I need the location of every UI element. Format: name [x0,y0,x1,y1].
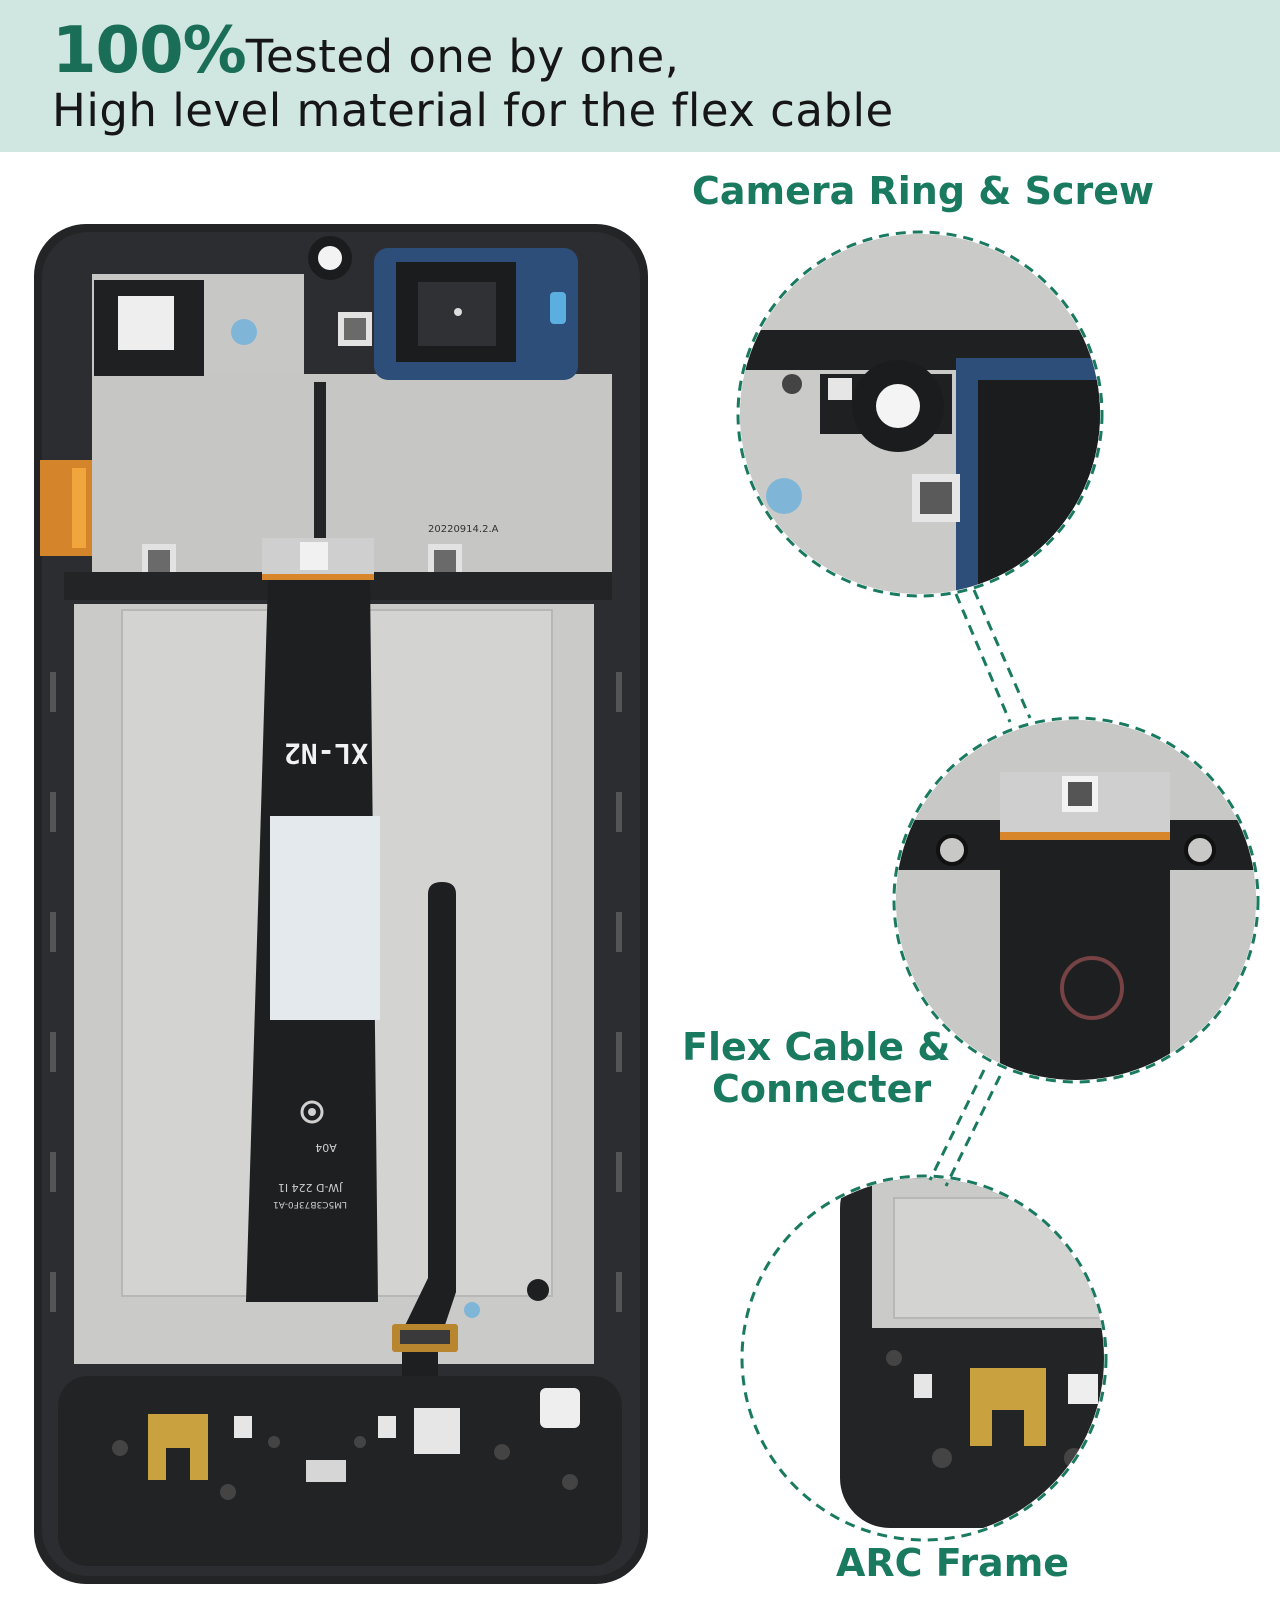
top-banner: 100%Tested one by one, High level materi… [0,0,1280,152]
callout-camera-ring-label: Camera Ring & Screw [692,169,1155,213]
banner-highlight: 100% [52,14,247,88]
cable-code-2-text: JW-D 224 I1 [278,1181,343,1194]
cable-label-text: XL-N2 [284,737,368,770]
cable-code-1-text: A04 [315,1141,337,1154]
zoom-camera-ring [740,234,1100,594]
callout-flex-cable-label-line2: Connecter [712,1067,932,1111]
banner-subline: High level material for the flex cable [52,84,894,137]
banner-headline: 100%Tested one by one, [52,14,679,88]
banner-line1-text: Tested one by one, [245,30,680,83]
phone-frame-image: 20220914.2.A XL-N2 A04 JW-D 224 I1 LM5C3… [34,224,648,1584]
callout-flex-cable-label-line1: Flex Cable & [682,1025,951,1069]
board-code-text: 20220914.2.A [428,524,499,535]
zoom-flex-cable-connector [896,720,1256,1080]
cable-code-3-text: LM5C3B73F0-A1 [273,1199,347,1209]
callout-arc-frame-label: ARC Frame [836,1541,1070,1585]
zoom-arc-frame [744,1178,1104,1538]
